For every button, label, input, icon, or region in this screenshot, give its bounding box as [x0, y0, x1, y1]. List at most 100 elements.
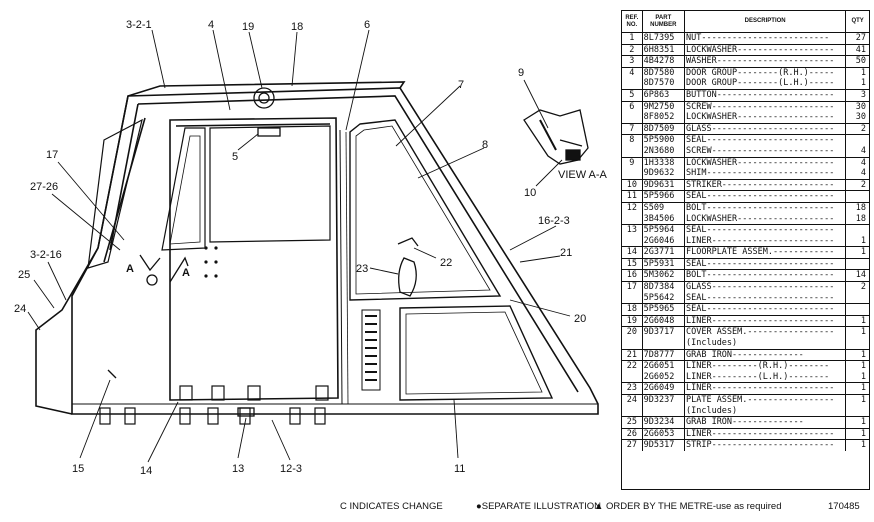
cell-description: DOOR GROUP--------(L.H.)-----	[684, 78, 847, 90]
cell-ref-no: 15▲	[622, 258, 643, 270]
cell-part-number: 8D7509	[642, 123, 685, 135]
callout-7: 7	[458, 79, 464, 91]
cell-qty	[846, 135, 869, 146]
cell-ref-no: 11▲	[622, 190, 643, 203]
cell-qty: 1	[860, 371, 866, 382]
callout-19: 19	[242, 21, 254, 33]
legend-footer: C INDICATES CHANGE ●SEPARATE ILLUSTRATIO…	[0, 498, 874, 518]
cell-description: SCREW------------------------	[684, 101, 847, 113]
cell-qty	[846, 191, 869, 203]
cell-description: SEAL-------------------------	[684, 190, 847, 203]
cell-part-number: 2G6048	[642, 315, 685, 327]
cell-qty: 1	[860, 315, 866, 326]
cell-part-number: 9D5317	[642, 439, 685, 451]
ref-no-text: 2	[629, 44, 635, 55]
cell-part-number	[642, 405, 685, 417]
legend-change: C INDICATES CHANGE	[340, 501, 443, 512]
table-row: (Includes)	[622, 338, 869, 350]
cell-ref-no: 7	[622, 123, 643, 135]
cell-ref-no: 18▲	[622, 303, 643, 316]
cell-part-number: 9M2750	[642, 101, 685, 113]
cell-qty: 1	[860, 383, 866, 394]
door-rivets	[204, 246, 218, 278]
cell-ref-no: 27C	[622, 439, 643, 451]
cell-description: (Includes)	[684, 338, 847, 350]
ref-no-text: 23	[626, 383, 637, 394]
cell-description: DOOR GROUP--------(R.H.)-----	[684, 67, 847, 79]
callout-4: 4	[208, 19, 214, 31]
cell-part-number: 9D3717	[642, 326, 685, 339]
ref-no-text: 13	[626, 225, 637, 236]
callout-18: 18	[291, 21, 303, 33]
cell-ref-no: 22	[622, 360, 643, 372]
cell-ref-no: 14	[622, 246, 643, 259]
cell-part-number: 8F8052	[642, 112, 685, 124]
cell-description: LINER------------------------	[684, 382, 847, 395]
cell-part-number: 5P5964	[642, 224, 685, 236]
cell-qty: 27	[855, 33, 866, 43]
cell-ref-no: 17	[622, 281, 643, 293]
ref-no-text: 5	[629, 89, 635, 100]
ref-no-text: 7	[629, 123, 635, 134]
callout-5: 5	[232, 151, 238, 163]
cell-description: FLOORPLATE ASSEM.------------	[684, 246, 847, 259]
ref-no-text: 11	[626, 191, 637, 202]
cell-part-number: 7D8777	[642, 349, 685, 361]
header-qty: QTY	[845, 11, 869, 33]
cell-description: STRIKER----------------------	[684, 179, 847, 191]
ref-no-text: 24	[626, 395, 637, 405]
cell-description: LINER------------------------	[684, 315, 847, 327]
cell-part-number: 2G6046	[642, 235, 685, 247]
callout-27-26: 27-26	[30, 181, 58, 193]
table-row: 27C9D5317STRIP------------------------1	[622, 439, 869, 451]
cell-description: GRAB IRON--------------	[684, 349, 847, 361]
floor-tabs	[99, 385, 329, 425]
cell-description: WASHER-----------------------	[684, 55, 847, 68]
cell-part-number: 2G6049	[642, 382, 685, 395]
cell-ref-no	[622, 371, 643, 383]
cell-ref-no: 6	[622, 101, 643, 113]
cell-ref-no: 10	[622, 179, 643, 191]
cell-part-number: 2G3771	[642, 246, 685, 259]
cell-ref-no	[622, 213, 643, 225]
cell-description: (Includes)	[684, 405, 847, 417]
cell-qty: 1	[860, 247, 866, 258]
cell-ref-no: 20	[622, 326, 643, 339]
cell-qty: 4	[860, 157, 866, 168]
cell-qty: 1	[860, 235, 866, 246]
cell-qty: 1	[860, 349, 866, 360]
cell-ref-no: 2	[622, 44, 643, 56]
view-a-a-label: VIEW A-A	[558, 169, 608, 181]
cell-ref-no: 26	[622, 428, 643, 440]
cell-description: LINER---------(R.H.)--------	[684, 360, 847, 372]
header-part-number: PART NUMBER	[642, 11, 685, 33]
cell-qty: 30	[855, 101, 866, 112]
ref-no-text: 10	[626, 179, 637, 190]
cell-qty: 2	[860, 123, 866, 134]
ref-no-text: 3	[629, 56, 635, 67]
cell-qty: 1	[860, 417, 866, 428]
callout-17: 17	[46, 149, 58, 161]
cell-ref-no: 19	[622, 315, 643, 327]
cell-part-number: 5P5931	[642, 258, 685, 270]
cell-part-number: 8D7580	[642, 67, 685, 79]
cell-qty: 41	[855, 44, 866, 55]
cell-qty: 4	[860, 145, 866, 156]
cell-qty: 1	[860, 78, 866, 89]
legend-order-by-metre: ▲ ORDER BY THE METRE-use as required	[594, 501, 782, 512]
